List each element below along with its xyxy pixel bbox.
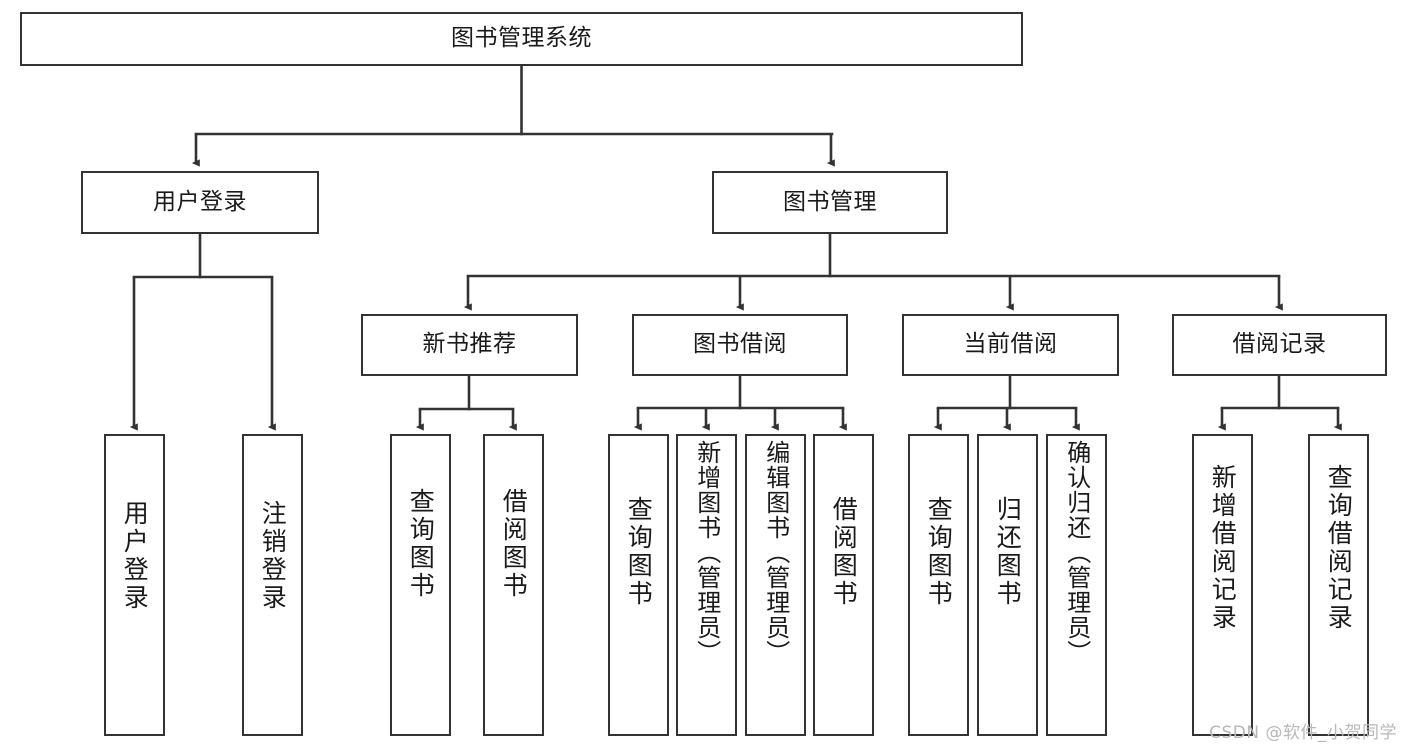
node-new-book-recommend[interactable]: 新书推荐 — [361, 314, 578, 376]
node-current-borrow[interactable]: 当前借阅 — [902, 314, 1119, 376]
leaf-confirm-return-admin[interactable]: 确认归还（管理员） — [1046, 434, 1107, 736]
leaf-return-book[interactable]: 归还图书 — [977, 434, 1038, 736]
node-label: 注销登录 — [258, 500, 288, 612]
node-label: 图书管理系统 — [451, 25, 592, 52]
node-label: 借阅记录 — [1232, 331, 1327, 358]
node-label: 确认归还（管理员） — [1062, 440, 1091, 665]
node-label: 借阅图书 — [829, 496, 859, 608]
leaf-query-book-newbook[interactable]: 查询图书 — [390, 434, 451, 736]
node-label: 图书借阅 — [693, 331, 787, 358]
leaf-add-book-admin[interactable]: 新增图书（管理员） — [676, 434, 737, 736]
leaf-logout-login[interactable]: 注销登录 — [242, 434, 303, 736]
node-label: 查询借阅记录 — [1324, 464, 1354, 632]
leaf-add-borrow-record[interactable]: 新增借阅记录 — [1192, 434, 1253, 736]
node-label: 新增图书（管理员） — [692, 440, 721, 665]
node-user-login[interactable]: 用户登录 — [81, 171, 319, 234]
node-label: 新增借阅记录 — [1208, 464, 1238, 632]
node-label: 新书推荐 — [422, 331, 517, 358]
node-label: 查询图书 — [924, 496, 954, 608]
leaf-query-book-borrow[interactable]: 查询图书 — [608, 434, 669, 736]
node-label: 图书管理 — [783, 188, 877, 215]
leaf-borrow-book[interactable]: 借阅图书 — [813, 434, 874, 736]
node-borrow-record[interactable]: 借阅记录 — [1172, 314, 1387, 376]
node-root-system[interactable]: 图书管理系统 — [20, 12, 1023, 66]
node-label: 编辑图书（管理员） — [761, 440, 790, 665]
node-label: 借阅图书 — [499, 488, 529, 600]
node-label: 归还图书 — [993, 496, 1023, 608]
node-label: 查询图书 — [624, 496, 654, 608]
node-label: 用户登录 — [120, 500, 150, 612]
node-label: 当前借阅 — [963, 331, 1058, 358]
leaf-query-borrow-record[interactable]: 查询借阅记录 — [1308, 434, 1369, 736]
leaf-user-login[interactable]: 用户登录 — [104, 434, 165, 736]
node-book-management[interactable]: 图书管理 — [712, 171, 948, 234]
node-label: 用户登录 — [153, 188, 247, 215]
node-label: 查询图书 — [406, 488, 436, 600]
leaf-edit-book-admin[interactable]: 编辑图书（管理员） — [745, 434, 806, 736]
leaf-query-book-current[interactable]: 查询图书 — [908, 434, 969, 736]
node-book-borrow[interactable]: 图书借阅 — [632, 314, 848, 376]
leaf-borrow-book-newbook[interactable]: 借阅图书 — [483, 434, 544, 736]
